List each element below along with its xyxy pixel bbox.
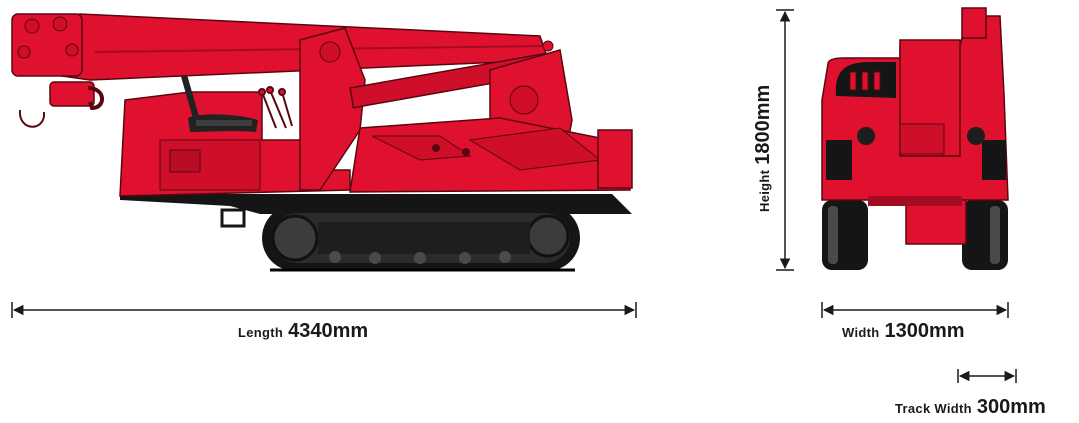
length-dimension-line bbox=[11, 302, 637, 318]
height-label: Height 1800mm bbox=[752, 85, 775, 212]
height-value: 1800mm bbox=[752, 84, 774, 165]
crane-front-view-icon bbox=[821, 7, 1009, 270]
track-width-label: Track Width 300mm bbox=[895, 396, 1046, 419]
width-value: 1300mm bbox=[884, 320, 965, 342]
crawler-track-side bbox=[262, 205, 580, 272]
length-label-text: Length bbox=[238, 325, 284, 340]
length-label: Length 4340mm bbox=[238, 320, 368, 343]
hook bbox=[18, 81, 104, 128]
operator-seat bbox=[178, 64, 258, 132]
width-label-text: Width bbox=[842, 325, 880, 340]
length-value: 4340mm bbox=[288, 320, 369, 342]
width-label: Width 1300mm bbox=[842, 320, 965, 343]
track-width-dimension-line bbox=[957, 369, 1017, 383]
height-dimension-line bbox=[776, 9, 794, 271]
crane-side-view-icon bbox=[11, 13, 633, 272]
track-width-value: 300mm bbox=[976, 396, 1046, 418]
height-label-text: Height bbox=[757, 169, 772, 212]
track-width-label-text: Track Width bbox=[895, 401, 972, 416]
width-dimension-line bbox=[821, 302, 1009, 318]
